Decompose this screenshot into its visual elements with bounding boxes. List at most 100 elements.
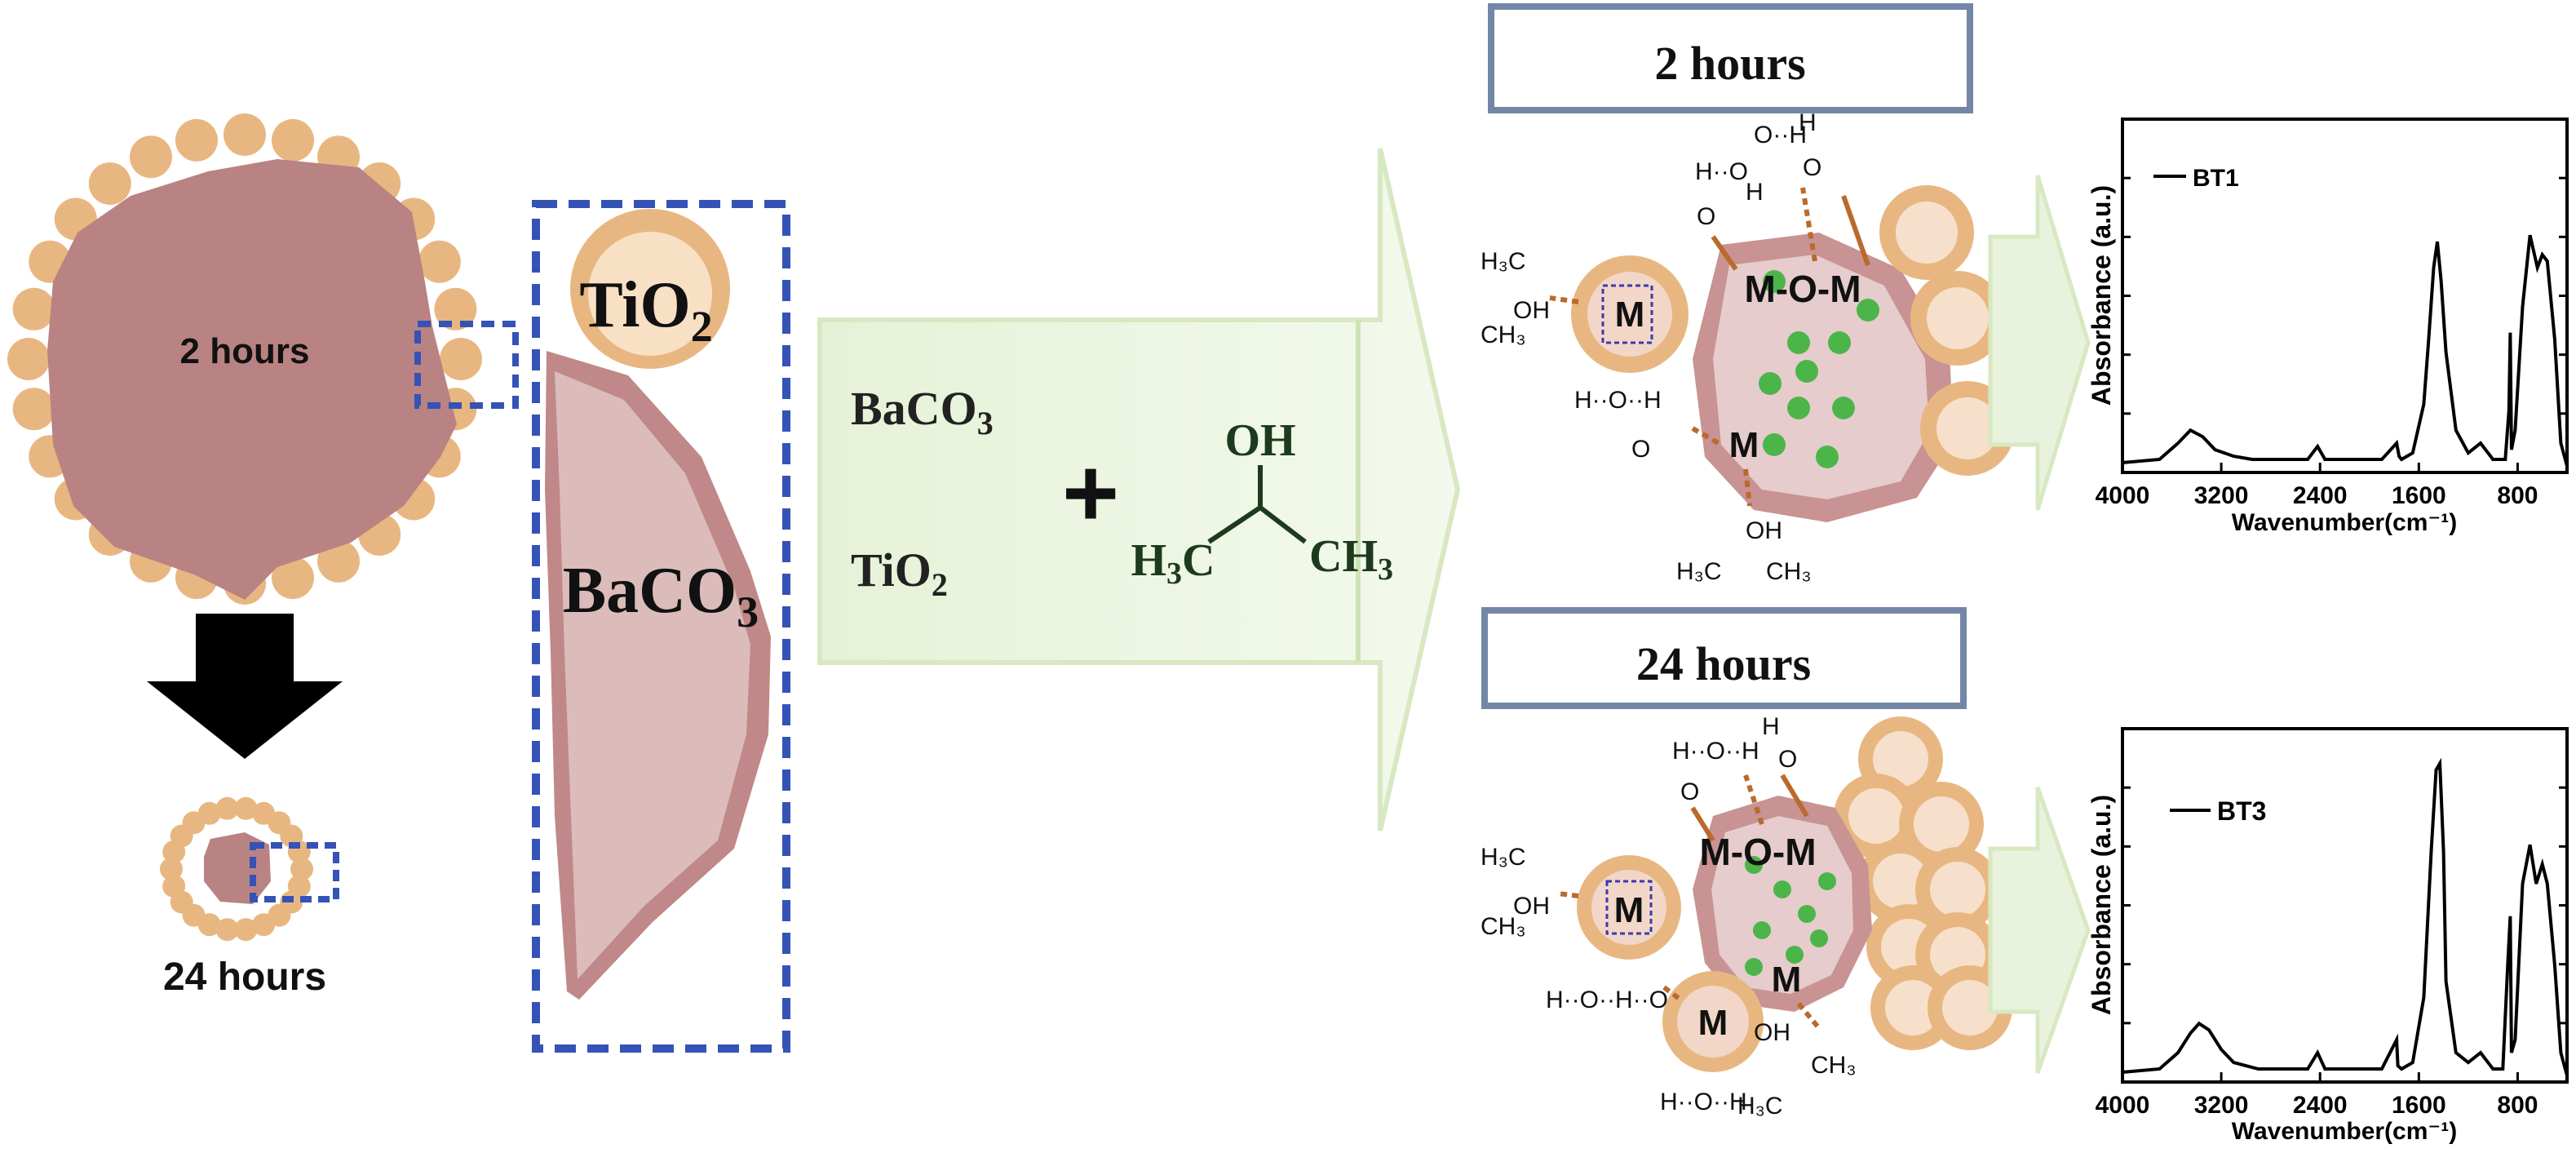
down-arrow-icon [147,614,343,759]
svg-text:O··H: O··H [1754,122,1807,149]
x-tick-label: 3200 [2194,482,2249,509]
small-chevron-arrow-24h [1988,787,2091,1074]
x-tick-label: 4000 [2096,1092,2150,1119]
ba-atom [1773,880,1791,898]
bonds-24h [1557,774,1821,1030]
tio2-bead [290,858,313,880]
tio2-bead-core [1942,980,1998,1035]
x-tick-label: 4000 [2096,482,2150,509]
m-label-left-2h: M [1615,295,1645,335]
tio2-bead [215,796,239,820]
zoom-detail-panel: TiO2 BaCO3 [532,200,790,1053]
svg-text:CH₃: CH₃ [1481,322,1526,348]
tio2-particle-inner [588,232,712,356]
ipa-h3c: H3C [1131,535,1215,591]
legend-label-bt3: BT3 [2217,796,2266,826]
tio2-bead [317,539,360,583]
tio2-mid-core-24h [1677,986,1749,1058]
tio2-bead [197,801,221,825]
x-tick-label: 800 [2497,482,2538,509]
hydrogen-bond-network-2h: H··O O··H H O H O OH H··O··H O OH H₃C CH… [1481,109,1821,585]
tio2-bead [224,113,266,156]
svg-text:H₃C: H₃C [1481,248,1526,275]
tio2-bead [162,875,186,898]
tio2-bead-ring-small [160,796,313,942]
ba-atom [1763,433,1786,456]
series-line-bt3 [2122,757,2569,1076]
ba-atom [1753,921,1771,939]
ipa-ch3: CH3 [1309,531,1393,587]
tio2-bead [12,287,55,330]
scheme-2-hours: 2 hours M-O-M M M H··O O··H H O [1481,3,2091,585]
m-label-bottom-24h: M [1698,1003,1728,1043]
tio2-bead [160,858,183,880]
title-box-24-hours [1481,607,1967,709]
svg-text:H₃C: H₃C [1481,844,1526,871]
small-particle-label: 24 hours [163,956,326,999]
svg-text:H: H [1746,179,1764,206]
tio2-bead [130,135,172,179]
crystal-grid-2h [1601,284,1653,344]
x-tick-label: 2400 [2293,1092,2348,1119]
chart-ylabel-bt3: Absorbance (a.u.) [2087,795,2116,1015]
legend-bt1: BT1 [2153,165,2239,192]
svg-text:H··O: H··O [1695,158,1748,185]
plus-sign: + [1062,438,1119,548]
ba-atom [1759,372,1782,395]
ba-atom [1816,446,1839,468]
tio2-bead-core [1873,854,1928,909]
tio2-bead [418,240,461,283]
tio2-small-core-24h [1591,870,1666,945]
svg-text:O: O [1697,203,1715,230]
tio2-bead-core [1873,731,1928,787]
tio2-bead [272,118,314,162]
svg-text:CH₃: CH₃ [1811,1052,1857,1079]
ba-atom [1787,397,1810,419]
bonds-2h [1549,187,1870,507]
ba-atom [1745,958,1763,976]
svg-text:OH: OH [1746,517,1782,544]
tio2-bead [12,388,55,431]
x-tick-label: 2400 [2293,482,2348,509]
reactant-baco3: BaCO3 [851,382,994,441]
baco3-particle-large [47,159,457,600]
mom-label-2h: M-O-M [1744,268,1861,310]
reactant-tio2: TiO2 [851,543,948,603]
lattice-atoms-2h [1759,270,1879,468]
svg-text:CH₃: CH₃ [1766,558,1812,585]
reaction-arrow [817,148,1461,831]
ba-atom [1798,905,1816,923]
tio2-bead [234,918,258,942]
ba-atom [1810,929,1828,947]
zoom-baco3-label: BaCO3 [563,555,759,636]
tio2-bead-core [1885,980,1941,1035]
title-24-hours: 24 hours [1636,637,1811,690]
svg-text:H··O··H: H··O··H [1574,387,1662,414]
tio2-bead [175,118,218,162]
chart-ylabel-bt1: Absorbance (a.u.) [2087,185,2116,406]
svg-text:CH₃: CH₃ [1481,913,1526,940]
tio2-bead [440,338,482,380]
zoom-indicator-large [414,321,519,409]
ba-atom [1832,397,1855,419]
tio2-bead [234,796,258,820]
tio2-bead [215,918,239,942]
title-box-2-hours [1488,3,1973,113]
chart-frame-bt3 [2121,727,2569,1084]
svg-text:O: O [1680,778,1699,805]
big-chevron-arrow [817,148,1461,831]
ba-atom [1795,360,1818,383]
tio2-bead-core [1936,397,1998,459]
title-2-hours: 2 hours [1654,37,1805,90]
svg-text:O: O [1631,436,1650,463]
reactants-panel: BaCO3 TiO2 + OH H3C CH3 [851,382,1393,603]
tio2-bead [7,338,50,380]
tio2-bead [88,162,131,205]
isopropanol-structure: OH H3C CH3 [1131,415,1393,591]
x-tick-label: 3200 [2194,1092,2249,1119]
left-panel: 2 hours 24 hours [7,113,519,999]
